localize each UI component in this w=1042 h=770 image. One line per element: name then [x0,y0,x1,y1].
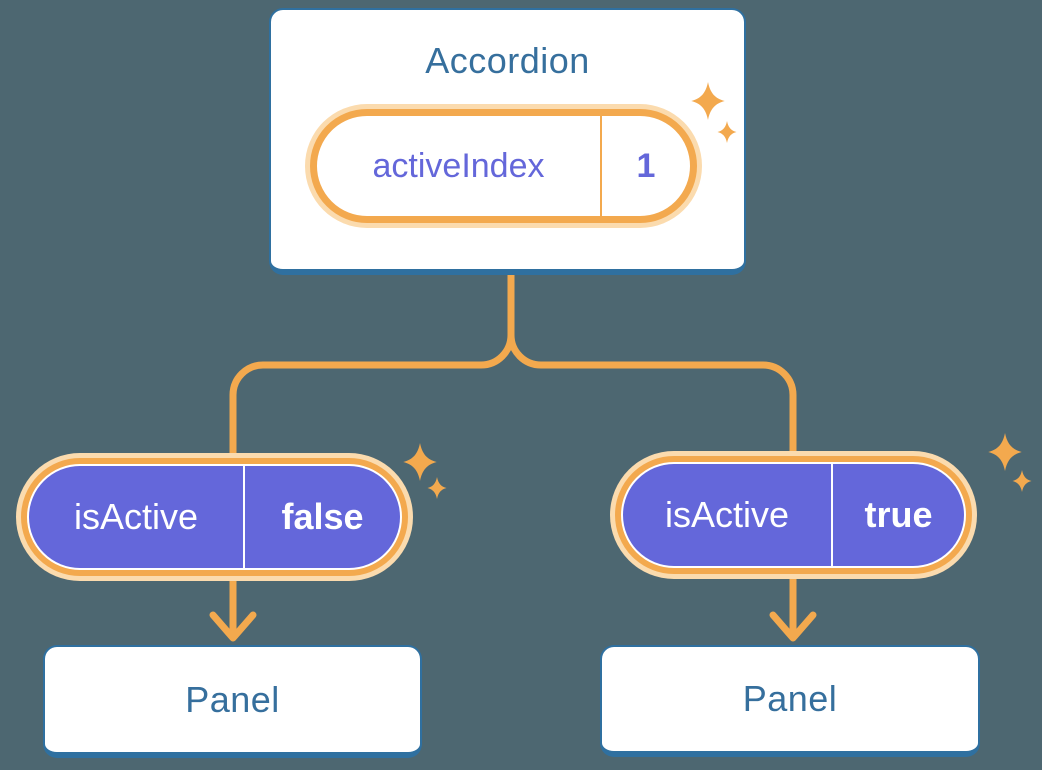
prop-name-label: isActive [664,494,790,535]
state-pill-body: activeIndex 1 [310,109,697,223]
accordion-card-title: Accordion [425,40,590,81]
accordion-card: Accordion activeIndex 1 [269,8,746,275]
state-pill: activeIndex 1 [305,104,702,228]
arrow-down-icon [209,611,257,642]
panel-card-right: Panel [600,645,980,757]
prop-pill-right-ring: isActive true [615,456,972,574]
panel-title: Panel [185,678,280,720]
arrow-down-icon [769,611,817,642]
state-name-label: activeIndex [372,146,545,185]
prop-pill-right-body: isActive true [623,464,964,566]
sparkles-icon [403,443,447,500]
panel-card-left: Panel [43,645,422,758]
prop-pill-left-ring: isActive false [21,458,408,576]
prop-pill-divider [831,464,833,566]
state-pill-divider [600,116,602,216]
sparkles-icon [988,433,1032,493]
prop-value-label: false [281,496,364,537]
prop-pill-left: isActive false [16,453,413,581]
prop-name-label: isActive [73,496,199,537]
state-value-label: 1 [636,146,656,185]
prop-pill-left-body: isActive false [29,466,400,568]
panel-title: Panel [742,678,838,719]
prop-value-label: true [864,494,933,535]
prop-pill-right: isActive true [610,451,977,579]
